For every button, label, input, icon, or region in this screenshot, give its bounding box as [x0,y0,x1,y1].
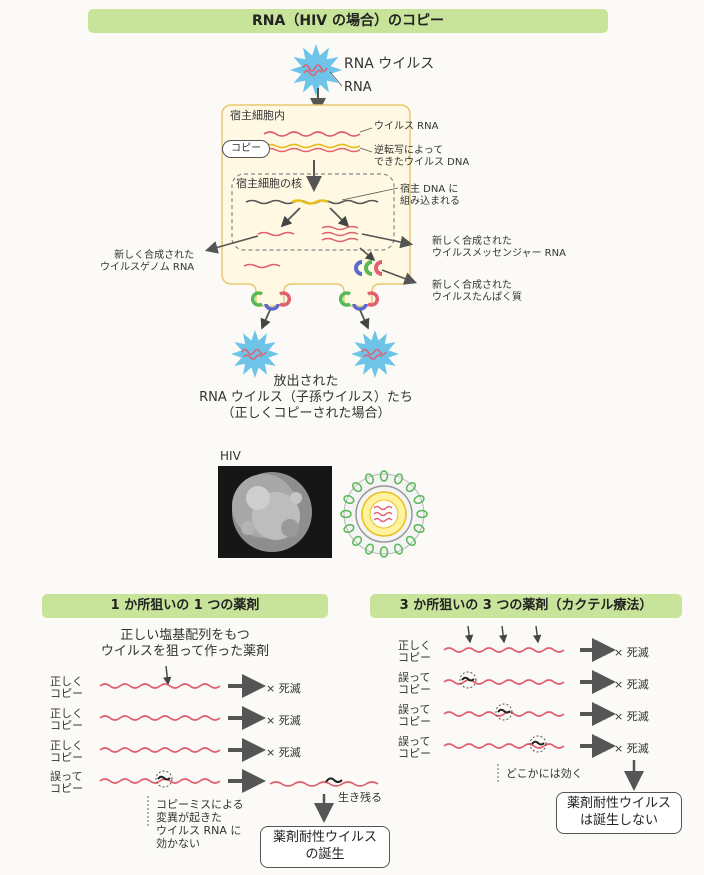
viral-dna-label: 逆転写によって できたウイルス DNA [374,145,470,168]
budding-right [339,291,379,311]
rna-label: RNA [344,80,372,95]
right-row-3-label: 誤って コピー [398,703,431,728]
mrna-label: 新しく合成された ウイルスメッセンジャー RNA [432,236,566,259]
genome-rna-label: 新しく合成された ウイルスゲノム RNA [100,250,195,273]
left-rna-strand-1 [99,683,221,689]
right-panel-title: 3 か所狙いの 3 つの薬剤（カクテル療法） [370,594,682,618]
hiv-micrograph [218,466,332,558]
right-rna-strand-3 [443,711,565,717]
left-row-3-label: 正しく コピー [50,739,83,764]
released-virus-left-icon [231,330,279,378]
right-row-1-result: × 死滅 [614,646,649,659]
mutation-note: コピーミスによる 変異が起きた ウイルス RNA に 効かない [156,798,244,850]
right-row-1-label: 正しく コピー [398,639,431,664]
survivor-rna-strand [269,781,379,787]
hiv-label: HIV [220,449,241,463]
left-row-4-label: 誤って コピー [50,770,83,795]
right-result-box: 薬剤耐性ウイルス は誕生しない [556,792,682,834]
viral-rna-strand [263,131,361,137]
right-row-4-label: 誤って コピー [398,735,431,760]
virus-label: RNA ウイルス [344,56,435,72]
page-title: RNA（HIV の場合）のコピー [88,9,608,33]
integrated-label: 宿主 DNA に 組み込まれる [400,184,460,207]
right-rna-strand-2 [443,679,565,685]
right-rna-strand-4 [443,743,565,749]
nucleus-label: 宿主細胞の核 [236,177,302,190]
nucleus-outline [231,173,395,251]
right-row-2-result: × 死滅 [614,678,649,691]
viral-rna-label: ウイルス RNA [374,121,439,132]
left-rna-strand-2 [99,715,221,721]
left-rna-strand-3 [99,747,221,753]
viral-dna-strand [263,143,361,149]
drug-note: 正しい塩基配列をもつ ウイルスを狙って作った薬剤 [100,628,270,659]
drug-arrows-right [464,625,542,644]
parent-virus-icon [290,44,342,96]
left-row-2-result: × 死滅 [266,714,301,727]
protein-label: 新しく合成された ウイルスたんぱく質 [432,280,522,303]
right-row-4-result: × 死滅 [614,742,649,755]
released-label: 放出された RNA ウイルス（子孫ウイルス）たち （正しくコピーされた場合） [199,374,413,421]
left-rna-strand-4 [99,778,221,784]
right-row-2-label: 誤って コピー [398,671,431,696]
left-row-1-label: 正しく コピー [50,675,83,700]
survive-label: 生き残る [338,791,382,804]
left-result-box: 薬剤耐性ウイルス の誕生 [260,826,390,868]
right-arrows [580,638,616,758]
budding-left [251,291,291,311]
copy-tag: コピー [222,140,270,158]
hiv-schematic-icon [340,470,428,558]
left-panel-title: 1 か所狙いの 1 つの薬剤 [42,594,328,618]
left-row-2-label: 正しく コピー [50,707,83,732]
left-arrows [228,674,266,793]
rna-pointer [329,71,343,87]
left-row-1-result: × 死滅 [266,682,301,695]
left-row-3-result: × 死滅 [266,746,301,759]
new-protein-icon [354,260,383,276]
released-virus-right-icon [351,330,399,378]
effective-note: どこかには効く [506,767,583,780]
right-rna-strand-1 [443,647,565,653]
host-cell-label: 宿主細胞内 [230,109,285,122]
right-row-3-result: × 死滅 [614,710,649,723]
